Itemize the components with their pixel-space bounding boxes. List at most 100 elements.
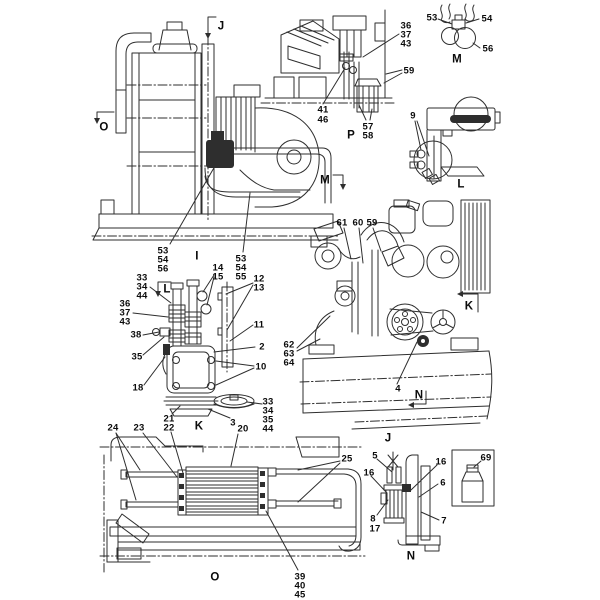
callout-57: 57: [362, 121, 374, 133]
marker-bracket-O: [96, 111, 115, 121]
slot: [450, 115, 491, 123]
view-label-N: N: [414, 389, 424, 402]
callout-10: 10: [255, 361, 267, 373]
callout-54: 54: [157, 254, 169, 266]
callout-37: 37: [119, 307, 131, 319]
callout-7: 7: [441, 515, 447, 527]
callout-55: 55: [235, 271, 247, 283]
air-cleaner: [388, 205, 416, 234]
callout-44: 44: [262, 423, 274, 435]
callout-59: 59: [403, 65, 415, 77]
callout-59: 59: [366, 217, 378, 229]
view-engine-front-N: [296, 199, 493, 430]
callout-20: 20: [237, 423, 249, 435]
view-label-O: O: [210, 571, 220, 584]
callout-23: 23: [133, 422, 145, 434]
callout-11: 11: [253, 319, 265, 331]
view-label-P: P: [347, 129, 355, 142]
view-cooler-O: [99, 431, 366, 573]
view-marker-K: K: [464, 300, 474, 313]
callout-35: 35: [131, 351, 143, 363]
callout-61: 61: [336, 217, 348, 229]
callout-53: 53: [235, 253, 247, 265]
inset-box: [451, 449, 495, 507]
callout-21: 21: [163, 413, 175, 425]
view-engine-P: [260, 9, 403, 190]
callout-39: 39: [294, 571, 306, 583]
compressor-body: [166, 345, 216, 394]
callout-41: 41: [317, 104, 329, 116]
callout-43: 43: [119, 316, 131, 328]
callout-69: 69: [480, 452, 492, 464]
callout-34: 34: [136, 281, 148, 293]
marker-bracket-M: [332, 174, 344, 187]
callout-8: 8: [370, 513, 376, 525]
marker-bracket-L: [157, 281, 172, 294]
callout-35: 35: [262, 414, 274, 426]
callout-53: 53: [157, 245, 169, 257]
callout-18: 18: [132, 382, 144, 394]
callout-3: 3: [230, 417, 236, 429]
callout-16: 16: [363, 467, 375, 479]
leader-line: [242, 192, 251, 253]
callout-54: 54: [481, 13, 493, 25]
view-marker-L: L: [163, 283, 171, 296]
callout-12: 12: [253, 273, 265, 285]
callout-16: 16: [435, 456, 447, 468]
oil-bottle-icon: [461, 480, 484, 503]
callout-14: 14: [212, 262, 224, 274]
view-label-K: K: [194, 420, 204, 433]
callout-24: 24: [107, 422, 119, 434]
callout-9: 9: [410, 110, 416, 122]
view-label-L: L: [457, 178, 465, 191]
callout-36: 36: [119, 298, 131, 310]
turbocharger: [314, 242, 342, 270]
callout-17: 17: [369, 523, 381, 535]
callout-62: 62: [283, 339, 295, 351]
view-engine-side-I: [91, 16, 341, 253]
callout-5: 5: [372, 450, 378, 462]
view-label-N: N: [406, 550, 416, 563]
callout-33: 33: [262, 396, 274, 408]
callout-37: 37: [400, 29, 412, 41]
marker-bracket-K: [460, 293, 479, 313]
marker-bracket-J: [207, 16, 217, 36]
callout-43: 43: [400, 38, 412, 50]
callout-6: 6: [440, 477, 446, 489]
detail-hose-clamp-M: [437, 3, 481, 49]
callout-56: 56: [482, 43, 494, 55]
callout-53: 53: [426, 12, 438, 24]
view-label-I: I: [195, 250, 199, 263]
callout-54: 54: [235, 262, 247, 274]
callout-4: 4: [395, 383, 401, 395]
callout-15: 15: [212, 271, 224, 283]
callout-60: 60: [352, 217, 364, 229]
callout-46: 46: [317, 114, 329, 126]
leader-line: [362, 33, 400, 58]
fuel-pump-dark: [206, 140, 234, 168]
view-marker-M: M: [320, 174, 330, 187]
callout-40: 40: [294, 580, 306, 592]
callout-38: 38: [130, 329, 142, 341]
leader-line: [169, 165, 216, 245]
callout-63: 63: [283, 348, 295, 360]
callout-33: 33: [136, 272, 148, 284]
callout-45: 45: [294, 589, 306, 600]
view-pump-assembly-K: [132, 274, 263, 419]
view-label-M: M: [452, 53, 462, 66]
detail-tension-pulley-N: [370, 449, 495, 552]
pump-housing: [413, 140, 453, 180]
marker-bracket-N: [411, 390, 427, 405]
callout-64: 64: [283, 357, 295, 369]
callout-25: 25: [341, 453, 353, 465]
injection-pump: [356, 85, 379, 113]
callout-34: 34: [262, 405, 274, 417]
radiator: [131, 52, 202, 215]
detail-pump-bracket-L: [409, 96, 501, 185]
callout-44: 44: [136, 290, 148, 302]
callout-58: 58: [362, 130, 374, 142]
callout-22: 22: [163, 422, 175, 434]
callout-2: 2: [259, 341, 265, 353]
